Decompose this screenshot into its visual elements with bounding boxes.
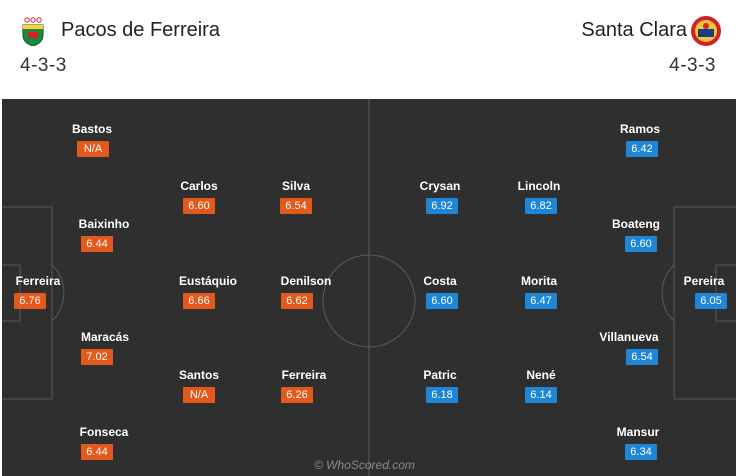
player-name: Boateng [612,217,660,231]
player-name: Lincoln [517,179,561,193]
player-rating: 6.26 [281,387,313,403]
player-rating: 6.05 [695,293,727,309]
player-rating: 6.47 [525,293,557,309]
away-player-patric[interactable]: Patric 6.18 [400,368,480,403]
player-name: Eustáquio [178,274,237,288]
player-rating: 6.34 [625,444,657,460]
player-rating: 6.42 [626,141,658,157]
whoscored-watermark: © WhoScored.com [314,458,415,472]
home-player-ferreira-gk[interactable]: Ferreira 6.76 [2,274,78,309]
player-name: Mansur [616,425,660,439]
away-player-lincoln[interactable]: Lincoln 6.82 [499,179,579,214]
player-rating: 6.44 [81,236,113,252]
home-player-santos[interactable]: Santos N/A [159,368,239,403]
player-rating: 6.76 [14,293,46,309]
away-player-crysan[interactable]: Crysan 6.92 [400,179,480,214]
away-player-nene[interactable]: Nené 6.14 [501,368,581,403]
away-player-mansur[interactable]: Mansur 6.34 [598,425,678,460]
player-name: Bastos [72,122,113,136]
home-formation: 4-3-3 [20,55,67,76]
player-rating: 6.66 [183,293,215,309]
player-name: Ferreira [281,368,327,382]
santa-clara-crest-icon [690,15,721,46]
home-player-denilson[interactable]: Denilson 6.62 [266,274,346,309]
player-name: Patric [423,368,457,382]
player-rating: 7.02 [81,349,113,365]
player-rating: 6.62 [281,293,313,309]
away-team-name[interactable]: Santa Clara [581,19,687,41]
player-name: Silva [281,179,311,193]
away-player-pereira[interactable]: Pereira 6.05 [664,274,736,309]
home-team-name[interactable]: Pacos de Ferreira [61,19,220,41]
player-name: Nené [526,368,556,382]
player-rating: 6.82 [525,198,557,214]
pitch-markings [2,99,736,476]
player-name: Morita [521,274,557,288]
home-player-maracas[interactable]: Maracás 7.02 [65,330,145,365]
player-rating: 6.54 [280,198,312,214]
home-player-fonseca[interactable]: Fonseca 6.44 [64,425,144,460]
player-name: Ferreira [15,274,61,288]
player-rating: 6.44 [81,444,113,460]
away-player-boateng[interactable]: Boateng 6.60 [596,217,676,252]
pitch: Bastos N/A Carlos 6.60 Silva 6.54 Baixin… [2,99,736,476]
player-name: Villanueva [599,330,659,344]
player-rating: 6.60 [183,198,215,214]
player-rating: 6.14 [525,387,557,403]
player-name: Fonseca [79,425,129,439]
away-player-costa[interactable]: Costa 6.60 [400,274,480,309]
away-player-morita[interactable]: Morita 6.47 [499,274,579,309]
player-rating: 6.92 [426,198,458,214]
away-player-ramos[interactable]: Ramos 6.42 [600,122,680,157]
player-name: Maracás [80,330,130,344]
home-player-ferreira[interactable]: Ferreira 6.26 [264,368,344,403]
player-name: Crysan [419,179,461,193]
player-rating: 6.60 [426,293,458,309]
player-rating: 6.18 [426,387,458,403]
player-name: Baixinho [78,217,130,231]
away-player-villanueva[interactable]: Villanueva 6.54 [589,330,669,365]
player-rating: 6.60 [625,236,657,252]
player-rating: N/A [77,141,109,157]
player-name: Costa [423,274,457,288]
player-name: Pereira [683,274,725,288]
home-player-carlos[interactable]: Carlos 6.60 [159,179,239,214]
player-name: Carlos [180,179,218,193]
home-player-bastos[interactable]: Bastos N/A [66,122,146,157]
pacos-crest-icon [18,16,48,47]
player-name: Ramos [619,122,660,136]
match-header: Pacos de Ferreira 4-3-3 Santa Clara 4-3-… [0,0,736,94]
home-player-silva[interactable]: Silva 6.54 [256,179,336,214]
player-rating: N/A [183,387,215,403]
home-player-eustaquio[interactable]: Eustáquio 6.66 [168,274,248,309]
away-formation: 4-3-3 [669,55,716,76]
player-name: Denilson [280,274,332,288]
home-player-baixinho[interactable]: Baixinho 6.44 [64,217,144,252]
player-rating: 6.54 [626,349,658,365]
player-name: Santos [178,368,219,382]
